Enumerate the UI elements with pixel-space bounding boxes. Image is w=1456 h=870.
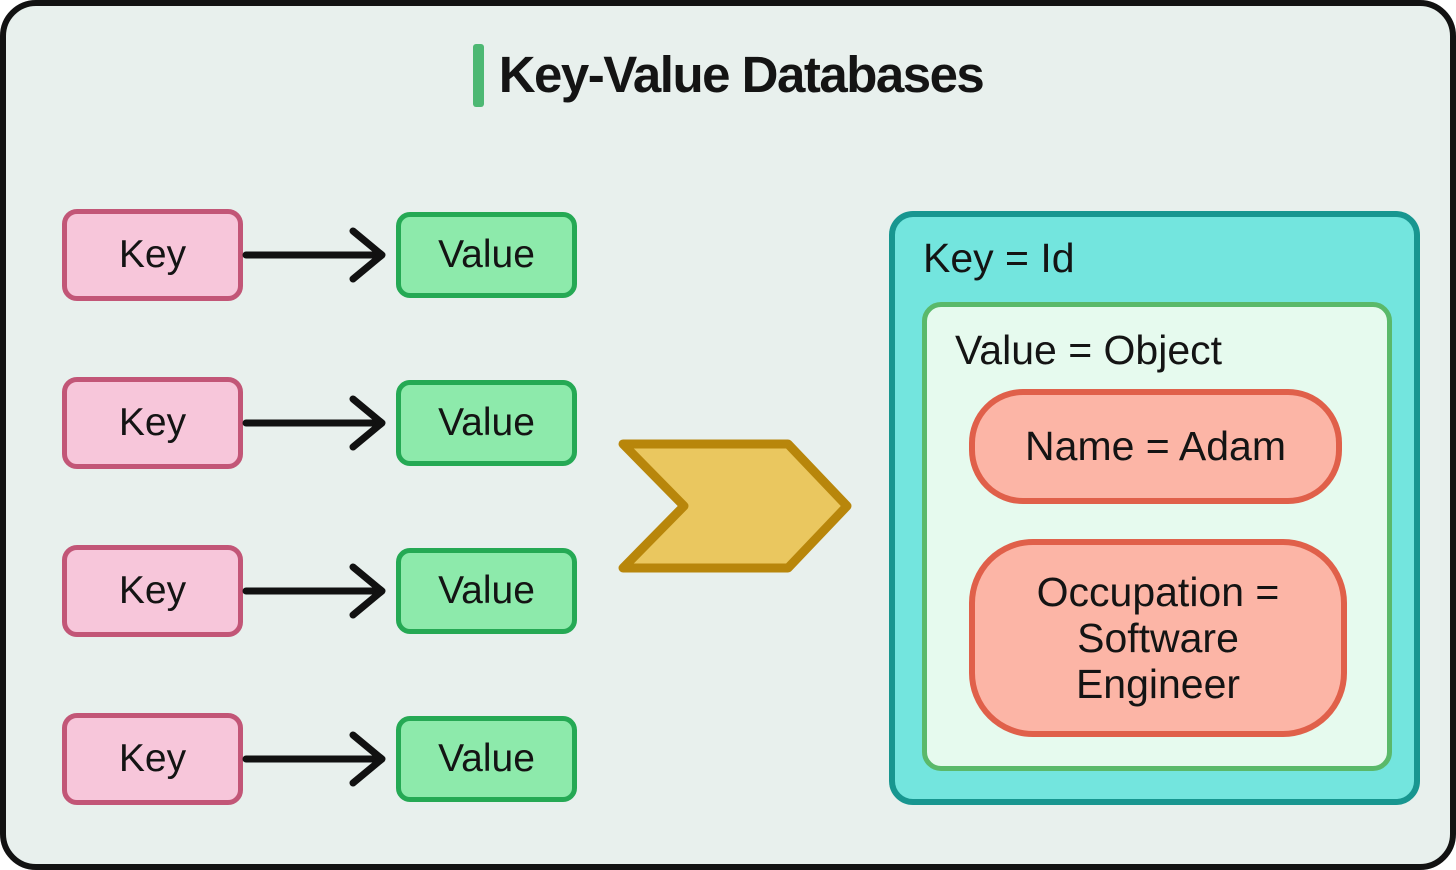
value-object-label: Value = Object: [955, 327, 1223, 373]
title-accent-bar: [472, 44, 484, 107]
kv-row: Key Value: [62, 209, 602, 301]
value-object-box: Value = Object Name = Adam Occupation = …: [922, 302, 1392, 771]
key-node: Key: [62, 713, 243, 805]
key-to-value-arrow-icon: [242, 395, 386, 451]
kv-row: Key Value: [62, 713, 602, 805]
value-node: Value: [396, 212, 577, 298]
kv-row: Key Value: [62, 377, 602, 469]
result-key-label: Key = Id: [923, 235, 1075, 281]
key-to-value-arrow-icon: [242, 731, 386, 787]
key-node: Key: [62, 545, 243, 637]
page-title-text: Key-Value Databases: [498, 46, 985, 104]
transform-chevron-icon: [618, 439, 852, 573]
value-node: Value: [396, 548, 577, 634]
result-record-box: Key = Id Value = Object Name = Adam Occu…: [889, 211, 1420, 805]
key-node: Key: [62, 209, 243, 301]
key-node: Key: [62, 377, 243, 469]
field-occupation: Occupation = Software Engineer: [969, 539, 1347, 737]
value-node: Value: [396, 716, 577, 802]
page-title: Key-Value Databases: [6, 44, 1450, 107]
value-node: Value: [396, 380, 577, 466]
key-to-value-arrow-icon: [242, 227, 386, 283]
key-to-value-arrow-icon: [242, 563, 386, 619]
kv-row: Key Value: [62, 545, 602, 637]
field-name: Name = Adam: [969, 389, 1342, 504]
